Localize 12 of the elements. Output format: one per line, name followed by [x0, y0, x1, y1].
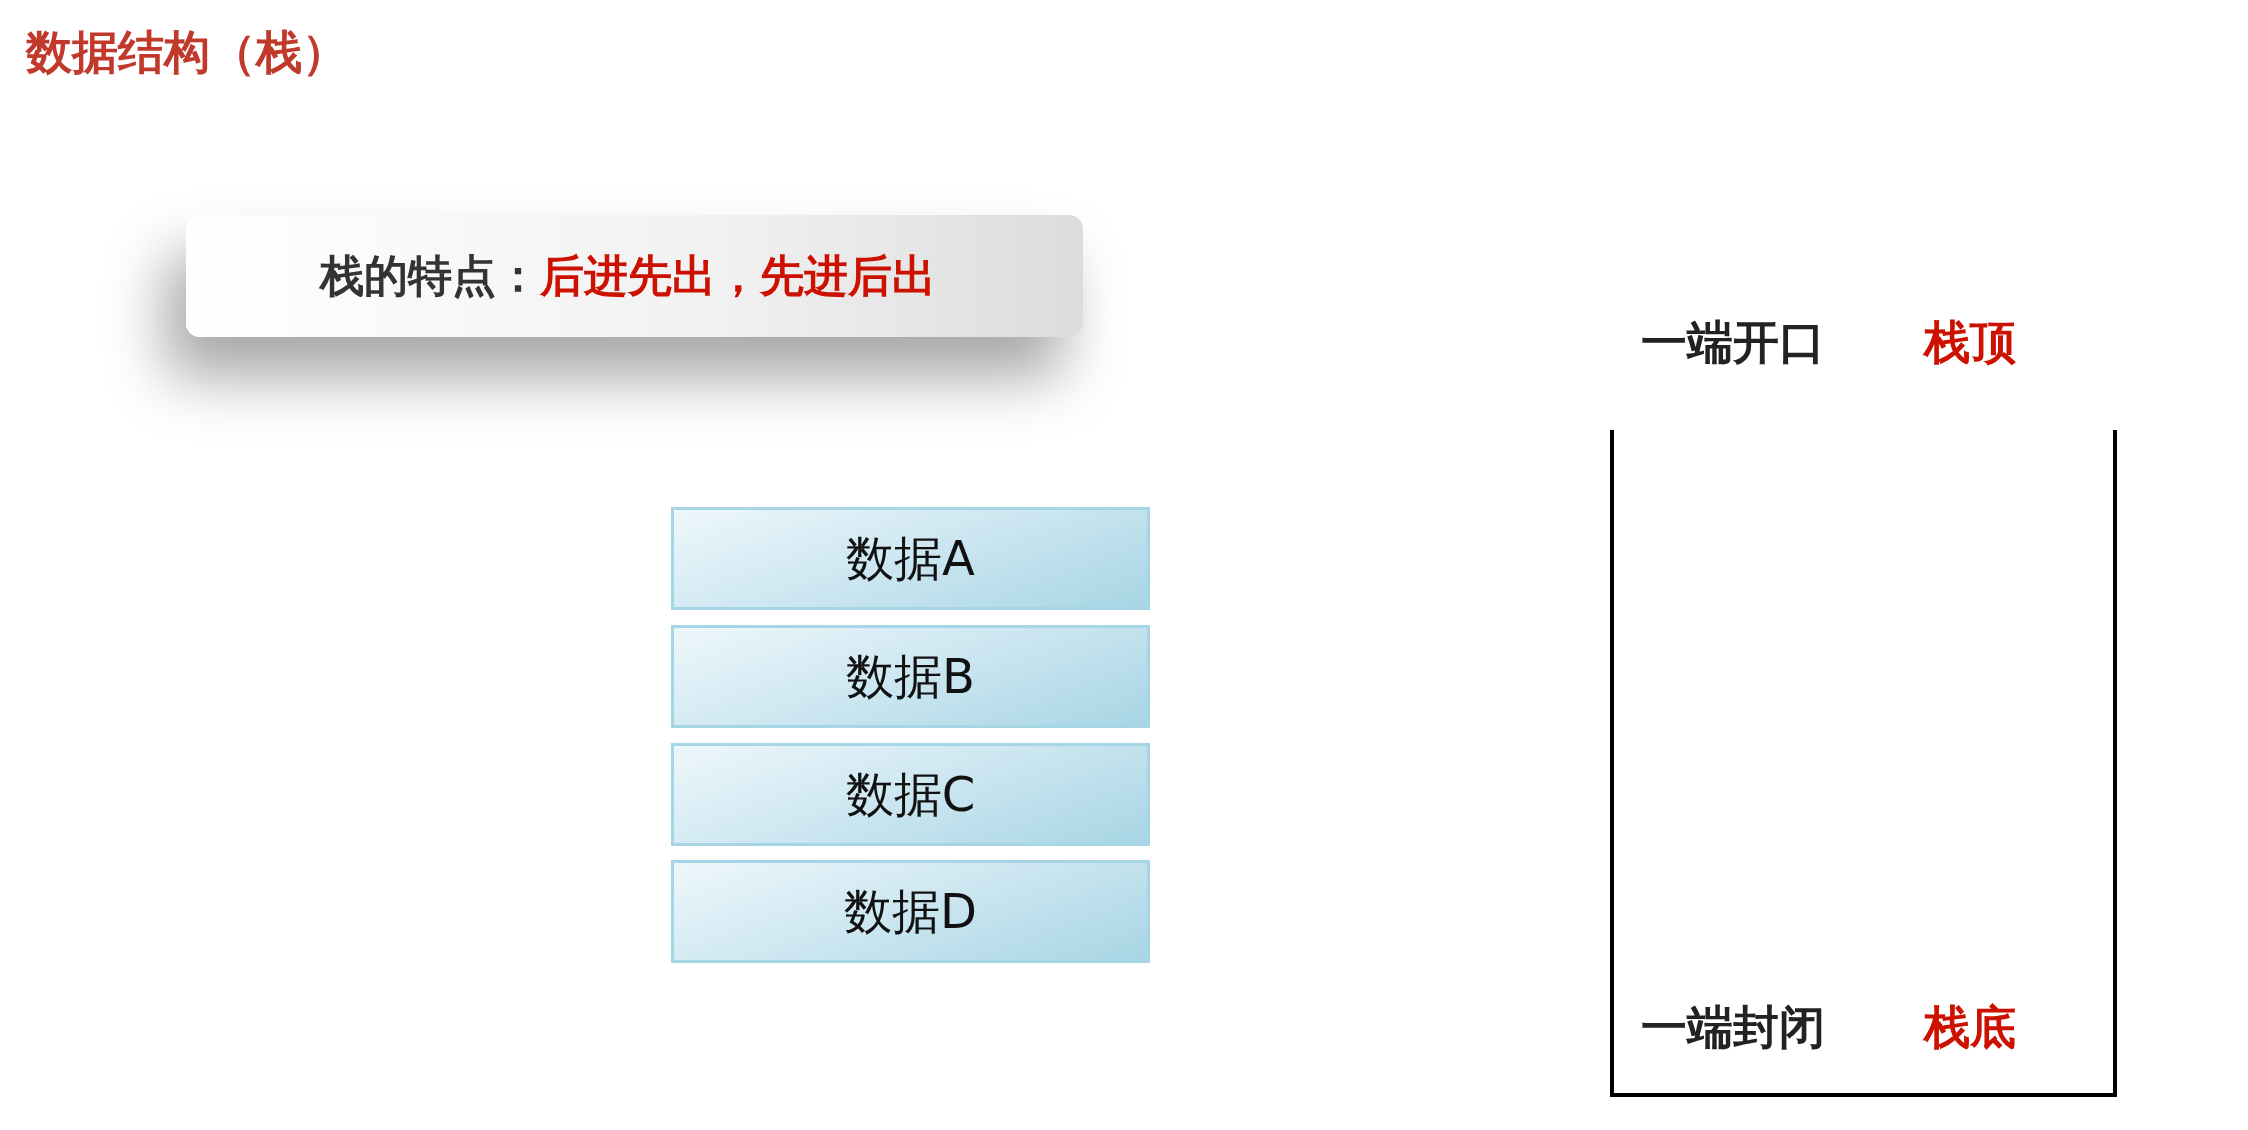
data-box: 数据C: [671, 743, 1150, 846]
data-box: 数据B: [671, 625, 1150, 728]
stack-label: 一端封闭: [1641, 999, 1825, 1056]
stack-label: 栈顶: [1924, 314, 2016, 371]
card-text: 后进先出，先进后出: [540, 248, 936, 303]
stack-label: 栈底: [1924, 999, 2016, 1056]
feature-card: [186, 215, 1083, 337]
card-heading: 栈的特点：: [320, 248, 540, 303]
title: 数据结构（栈）: [26, 24, 348, 81]
data-box: 数据A: [671, 507, 1150, 610]
stack-label: 一端开口: [1641, 314, 1825, 371]
data-box: 数据D: [671, 860, 1150, 963]
